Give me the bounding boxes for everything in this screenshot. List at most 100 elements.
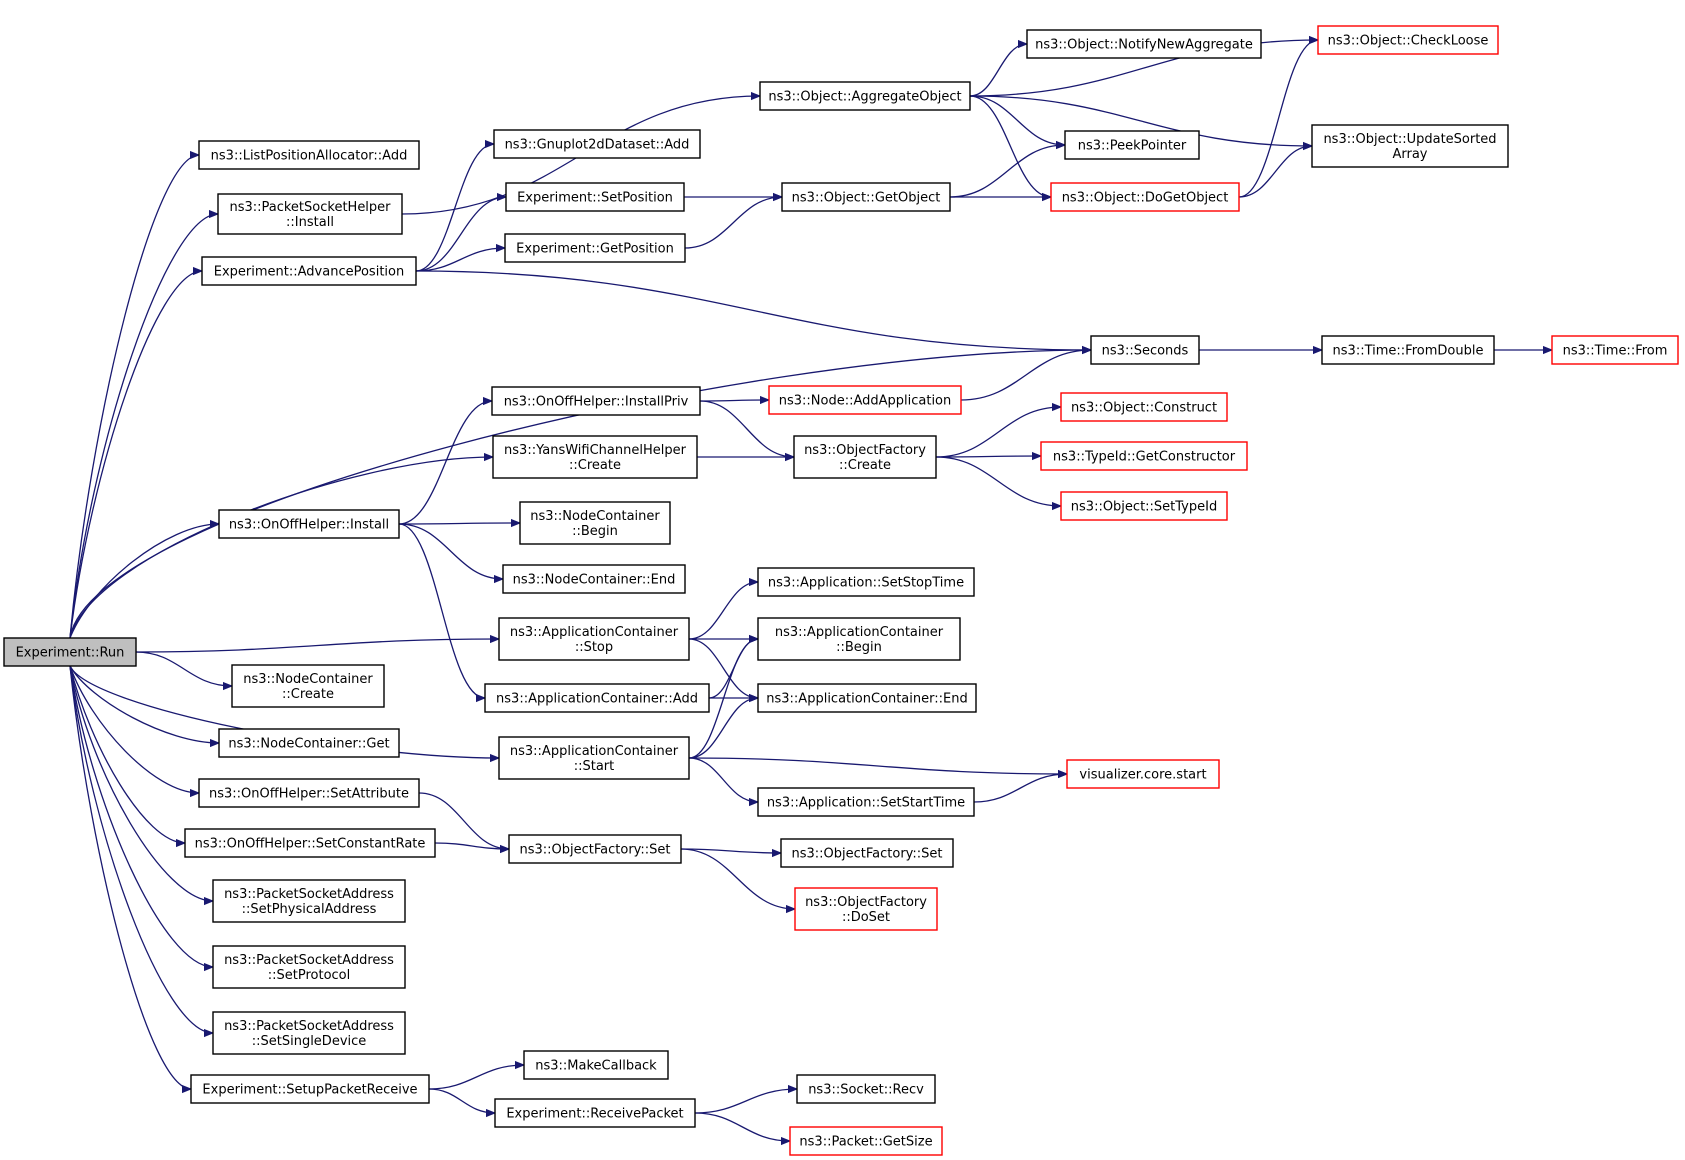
node-label: ns3::OnOffHelper::SetConstantRate <box>195 837 426 852</box>
node-box <box>768 385 962 415</box>
node-label: ns3::Object::Construct <box>1071 401 1217 416</box>
node-of_set1[interactable]: ns3::ObjectFactory::Set <box>508 834 682 864</box>
node-of_set2[interactable]: ns3::ObjectFactory::Set <box>780 838 954 868</box>
node-ac_stop[interactable]: ns3::ApplicationContainer::Stop <box>498 617 690 661</box>
node-settypeid[interactable]: ns3::Object::SetTypeId <box>1060 491 1228 521</box>
node-setattr[interactable]: ns3::OnOffHelper::SetAttribute <box>198 778 420 808</box>
edge-advance-to-getpos <box>415 248 505 272</box>
node-seconds[interactable]: ns3::Seconds <box>1090 335 1200 365</box>
edge-run-to-yans <box>69 457 493 639</box>
edge-setup_recv-to-makecallback <box>428 1065 524 1090</box>
edge-onoff_install-to-nc_end <box>398 523 503 579</box>
node-label: ns3::PacketSocketAddress <box>224 953 394 968</box>
node-addapp[interactable]: ns3::Node::AddApplication <box>768 385 962 415</box>
node-psh_install[interactable]: ns3::PacketSocketHelper::Install <box>217 193 403 235</box>
edge-onoff_install-to-installpriv <box>398 401 492 525</box>
edge-run-to-nc_get <box>69 665 219 743</box>
node-label: ::Begin <box>572 524 618 539</box>
node-peek[interactable]: ns3::PeekPointer <box>1064 130 1200 160</box>
node-box <box>757 787 975 817</box>
node-label: visualizer.core.start <box>1079 768 1206 783</box>
edge-onoff_install-to-ac_add <box>398 523 486 698</box>
node-notify[interactable]: ns3::Object::NotifyNewAggregate <box>1026 29 1262 59</box>
node-socket_recv[interactable]: ns3::Socket::Recv <box>796 1074 936 1104</box>
node-ac_end[interactable]: ns3::ApplicationContainer::End <box>757 683 977 713</box>
node-box <box>759 81 971 111</box>
node-yans[interactable]: ns3::YansWifiChannelHelper::Create <box>492 435 698 479</box>
edge-of_create-to-settypeid <box>935 456 1061 506</box>
node-vis_start[interactable]: visualizer.core.start <box>1066 759 1220 789</box>
node-box <box>789 1126 943 1156</box>
edge-run-to-psh_install <box>69 214 218 639</box>
edge-getobject-to-peek <box>949 145 1065 198</box>
node-getsize[interactable]: ns3::Packet::GetSize <box>789 1126 943 1156</box>
node-of_create[interactable]: ns3::ObjectFactory::Create <box>793 435 937 479</box>
node-label: ::SetProtocol <box>268 968 351 983</box>
node-timefrom[interactable]: ns3::Time::From <box>1551 335 1679 365</box>
node-label: ns3::Packet::GetSize <box>799 1135 932 1150</box>
node-ac_start[interactable]: ns3::ApplicationContainer::Start <box>498 736 690 780</box>
edge-getpos-to-getobject <box>684 197 782 249</box>
node-label: ::DoSet <box>842 910 890 925</box>
node-box <box>184 828 436 858</box>
node-label: ns3::YansWifiChannelHelper <box>504 443 687 458</box>
node-recv_packet[interactable]: Experiment::ReceivePacket <box>494 1098 696 1128</box>
node-label: ::Install <box>286 215 334 230</box>
node-construct[interactable]: ns3::Object::Construct <box>1060 392 1228 422</box>
node-getctor[interactable]: ns3::TypeId::GetConstructor <box>1040 441 1248 471</box>
edge-aggregate-to-dogetobject <box>969 95 1052 197</box>
node-box <box>1040 441 1248 471</box>
node-nc_begin[interactable]: ns3::NodeContainer::Begin <box>519 501 671 545</box>
node-psa_single[interactable]: ns3::PacketSocketAddress::SetSingleDevic… <box>212 1011 406 1055</box>
node-nc_get[interactable]: ns3::NodeContainer::Get <box>218 728 400 758</box>
node-label: ns3::ApplicationContainer <box>510 625 679 640</box>
node-setup_recv[interactable]: Experiment::SetupPacketReceive <box>190 1074 430 1104</box>
node-getobject[interactable]: ns3::Object::GetObject <box>781 182 951 212</box>
node-advance[interactable]: Experiment::AdvancePosition <box>201 256 417 286</box>
node-dogetobject[interactable]: ns3::Object::DoGetObject <box>1050 182 1240 212</box>
node-box <box>198 778 420 808</box>
node-setrate[interactable]: ns3::OnOffHelper::SetConstantRate <box>184 828 436 858</box>
node-label: ns3::Application::SetStartTime <box>767 796 965 811</box>
node-setstoptime[interactable]: ns3::Application::SetStopTime <box>757 567 975 597</box>
node-box <box>492 435 698 479</box>
node-aggregate[interactable]: ns3::Object::AggregateObject <box>759 81 971 111</box>
node-makecallback[interactable]: ns3::MakeCallback <box>523 1050 669 1080</box>
node-label: ns3::NodeContainer::End <box>513 573 676 588</box>
node-label: ::Begin <box>836 640 882 655</box>
node-installpriv[interactable]: ns3::OnOffHelper::InstallPriv <box>491 386 701 416</box>
node-label: ns3::Time::FromDouble <box>1333 344 1484 359</box>
node-box <box>781 182 951 212</box>
node-listpos_add[interactable]: ns3::ListPositionAllocator::Add <box>198 140 420 170</box>
node-onoff_install[interactable]: ns3::OnOffHelper::Install <box>218 509 400 539</box>
edge-run-to-setrate <box>69 665 185 843</box>
edge-run-to-setattr <box>69 665 199 793</box>
node-psa_proto[interactable]: ns3::PacketSocketAddress::SetProtocol <box>212 945 406 989</box>
node-label: ns3::TypeId::GetConstructor <box>1053 450 1236 465</box>
node-run[interactable]: Experiment::Run <box>3 637 137 667</box>
node-box <box>523 1050 669 1080</box>
node-box <box>498 736 690 780</box>
node-box <box>212 945 406 989</box>
node-label: ns3::Socket::Recv <box>808 1083 924 1098</box>
node-setpos[interactable]: Experiment::SetPosition <box>505 182 685 212</box>
node-ac_begin[interactable]: ns3::ApplicationContainer::Begin <box>757 617 961 661</box>
node-nc_end[interactable]: ns3::NodeContainer::End <box>502 564 686 594</box>
node-nc_create[interactable]: ns3::NodeContainer::Create <box>231 664 385 708</box>
node-gnuplot_add[interactable]: ns3::Gnuplot2dDataset::Add <box>493 129 701 159</box>
node-label: ns3::ObjectFactory <box>804 443 926 458</box>
node-checkloose[interactable]: ns3::Object::CheckLoose <box>1317 25 1499 55</box>
node-of_doset[interactable]: ns3::ObjectFactory::DoSet <box>794 887 938 931</box>
node-getpos[interactable]: Experiment::GetPosition <box>504 233 686 263</box>
node-box <box>757 567 975 597</box>
node-setstarttime[interactable]: ns3::Application::SetStartTime <box>757 787 975 817</box>
node-label: ns3::NodeContainer <box>243 672 373 687</box>
node-psa_phys[interactable]: ns3::PacketSocketAddress::SetPhysicalAdd… <box>212 879 406 923</box>
node-label: ns3::PacketSocketHelper <box>229 200 391 215</box>
node-fromdouble[interactable]: ns3::Time::FromDouble <box>1321 335 1495 365</box>
node-ac_add[interactable]: ns3::ApplicationContainer::Add <box>484 683 710 713</box>
node-box <box>217 193 403 235</box>
node-label: ns3::Object::DoGetObject <box>1062 191 1229 206</box>
